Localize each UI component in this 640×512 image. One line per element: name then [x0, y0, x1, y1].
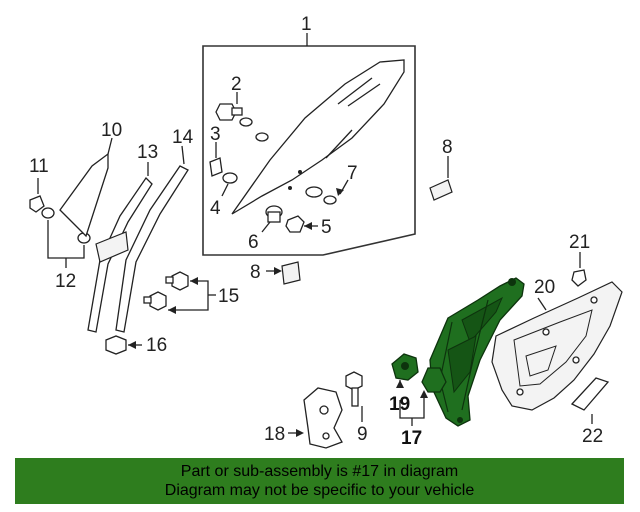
callout-20: 20	[534, 277, 555, 298]
callout-8-lower: 8	[250, 262, 261, 283]
weatherstrip-14	[115, 145, 189, 333]
callout-8-upper: 8	[442, 137, 453, 158]
washer-7	[305, 179, 349, 205]
callout-18: 18	[264, 424, 285, 445]
callout-15: 15	[218, 286, 239, 307]
bolt-15	[143, 271, 216, 314]
callout-22: 22	[582, 426, 603, 447]
bracket-8-upper	[429, 156, 453, 201]
banner-line-1: Part or sub-assembly is #17 in diagram	[180, 463, 459, 480]
callout-16: 16	[146, 335, 167, 356]
callout-12: 12	[55, 271, 76, 292]
callout-5: 5	[321, 217, 332, 238]
quarter-glass-10	[59, 137, 113, 238]
callout-14: 14	[172, 127, 194, 148]
washer-12	[41, 207, 91, 268]
window-regulator-17	[421, 277, 525, 427]
callout-7: 7	[347, 163, 358, 184]
bushing-6	[261, 205, 283, 233]
bracket-18	[288, 387, 343, 449]
bolt-2	[215, 92, 269, 142]
callout-11: 11	[29, 156, 49, 177]
callout-3: 3	[210, 124, 221, 145]
clip-21	[571, 252, 587, 287]
info-banner: Part or sub-assembly is #17 in diagram D…	[15, 458, 624, 504]
callout-17-19-leaders	[396, 380, 428, 426]
callout-19: 19	[389, 394, 410, 415]
door-module-20	[491, 281, 623, 411]
callout-10: 10	[101, 120, 122, 141]
parts-diagram: 1 2 3 4 5 6 7 8 8 9 10 11 12 13 14 15 16…	[29, 14, 623, 449]
callout-2: 2	[231, 74, 242, 95]
bolt-9	[345, 371, 363, 422]
channel-13	[87, 162, 153, 333]
seal-22	[570, 377, 610, 424]
callout-6: 6	[248, 232, 259, 253]
callout-1: 1	[301, 14, 312, 35]
callout-21: 21	[569, 232, 590, 253]
clip-3	[209, 142, 223, 177]
door-glass	[231, 59, 405, 215]
callout-9: 9	[357, 424, 368, 445]
nut-16	[105, 335, 142, 355]
clip-11	[29, 178, 45, 213]
callout-13: 13	[137, 142, 158, 163]
bracket-8-lower	[266, 261, 301, 285]
bolt-5	[285, 215, 318, 233]
clip-4	[221, 172, 238, 197]
callout-17: 17	[401, 428, 422, 449]
banner-line-2: Diagram may not be specific to your vehi…	[164, 482, 475, 499]
callout-4: 4	[210, 198, 221, 219]
regulator-motor-19	[391, 353, 419, 381]
